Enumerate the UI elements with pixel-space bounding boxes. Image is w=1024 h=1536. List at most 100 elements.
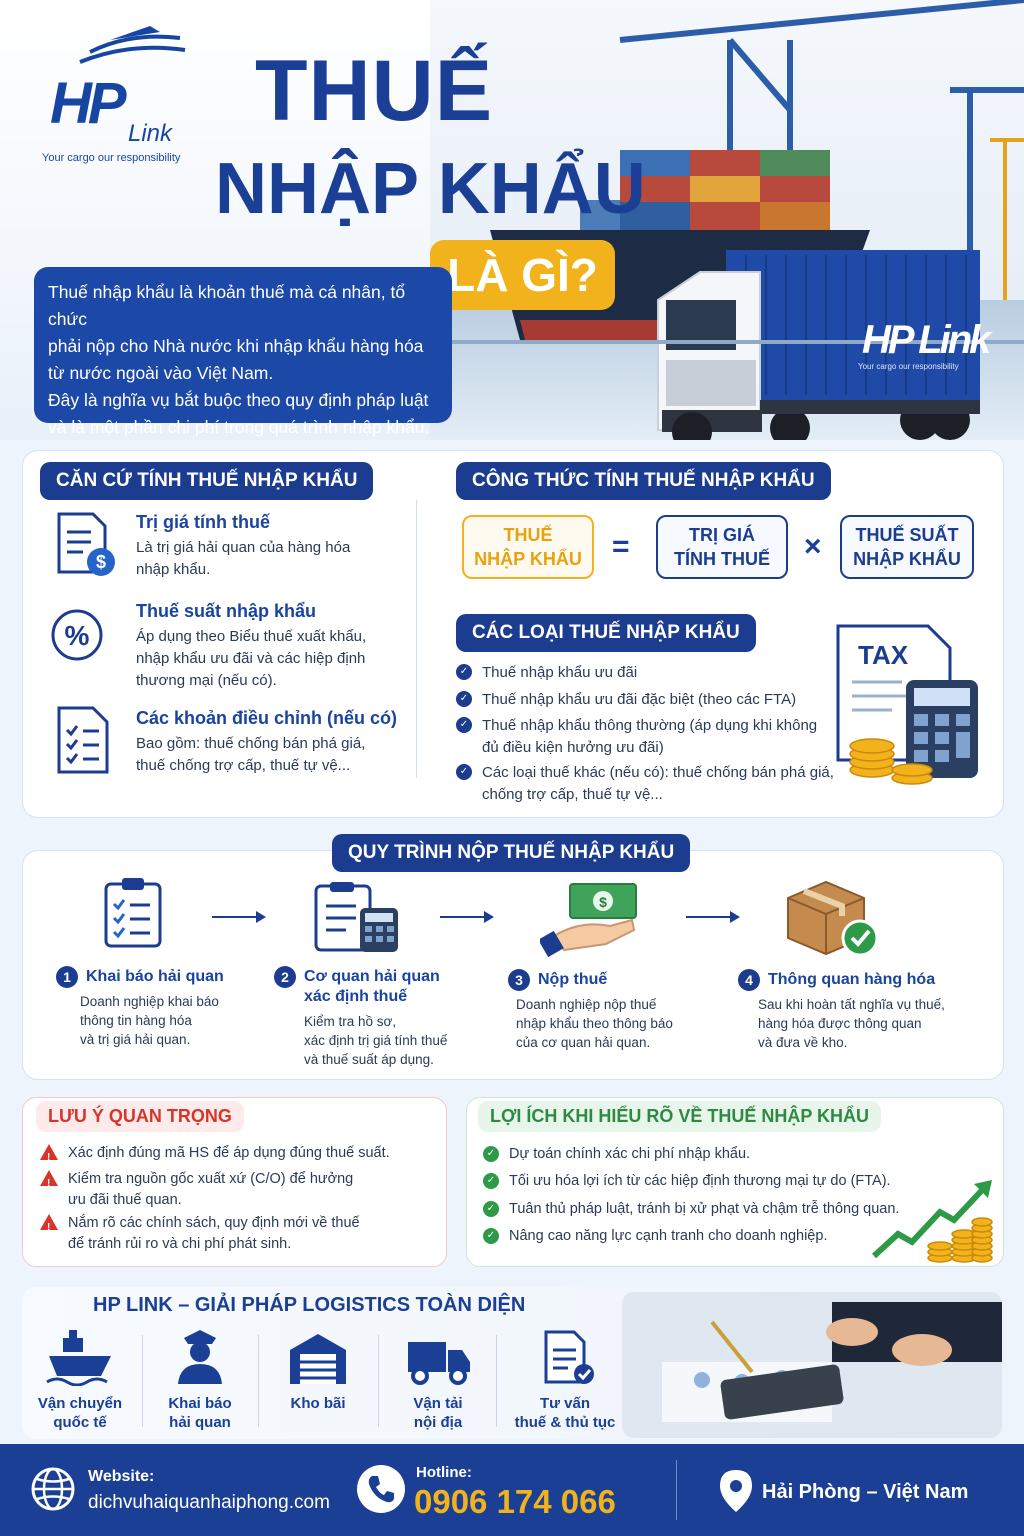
ship-icon bbox=[46, 1330, 111, 1386]
tax-type-item: ✓Thuế nhập khẩu ưu đãi bbox=[456, 662, 637, 684]
notes-heading: LƯU Ý QUAN TRỌNG bbox=[36, 1101, 244, 1132]
desc-line: Doanh nghiệp nộp thuế bbox=[516, 997, 657, 1012]
checklist-icon bbox=[57, 706, 109, 774]
svg-text:%: % bbox=[65, 620, 90, 651]
hotline-number[interactable]: 0906 174 066 bbox=[414, 1483, 616, 1520]
desc-line: xác định trị giá tính thuế bbox=[304, 1033, 448, 1048]
step-title: Cơ quan hải quan xác định thuế bbox=[304, 967, 440, 1007]
desc-line: Áp dụng theo Biểu thuế xuất khẩu, bbox=[136, 628, 367, 645]
desc-line: hàng hóa được thông quan bbox=[758, 1016, 922, 1031]
arrow-icon bbox=[212, 911, 266, 923]
intro-box: Thuế nhập khẩu là khoản thuế mà cá nhân,… bbox=[34, 267, 452, 437]
step-desc: Kiểm tra hồ sơ,xác định trị giá tính thu… bbox=[304, 1012, 447, 1069]
basis-item-desc: Áp dụng theo Biểu thuế xuất khẩu, nhập k… bbox=[136, 626, 366, 692]
step-title: Nộp thuế bbox=[538, 970, 607, 990]
benefit-line: Tối ưu hóa lợi ích từ các hiệp định thươ… bbox=[509, 1173, 891, 1189]
formula-line: THUẾ SUẤT bbox=[855, 525, 959, 545]
formula-heading: CÔNG THỨC TÍNH THUẾ NHẬP KHẨU bbox=[456, 462, 831, 500]
desc-line: thuế chống trợ cấp, thuế tự vệ... bbox=[136, 757, 351, 774]
types-heading: CÁC LOẠI THUẾ NHẬP KHẨU bbox=[456, 614, 756, 652]
desc-line: Sau khi hoàn tất nghĩa vụ thuế, bbox=[758, 997, 945, 1012]
step-desc: Sau khi hoàn tất nghĩa vụ thuế, hàng hóa … bbox=[758, 995, 945, 1052]
step-desc: Doanh nghiệp nộp thuế nhập khẩu theo thôn… bbox=[516, 995, 673, 1052]
note-line: Xác định đúng mã HS để áp dụng đúng thuế… bbox=[68, 1145, 390, 1161]
website-link[interactable]: dichvuhaiquanhaiphong.com bbox=[88, 1492, 330, 1513]
logo-text: HP bbox=[50, 71, 127, 136]
basis-item-title: Các khoản điều chỉnh (nếu có) bbox=[136, 708, 398, 728]
tax-calculator-icon bbox=[836, 624, 978, 785]
service-label: Tư vấn bbox=[539, 1395, 591, 1412]
benefit-line: Nâng cao năng lực cạnh tranh cho doanh n… bbox=[509, 1228, 828, 1244]
business-photo bbox=[622, 1292, 1002, 1438]
warning-icon bbox=[40, 1144, 58, 1168]
service-label: quốc tế bbox=[53, 1414, 107, 1431]
type-line: Thuế nhập khẩu ưu đãi đặc biệt (theo các… bbox=[482, 691, 797, 708]
type-line: Thuế nhập khẩu thông thường (áp dụng khi… bbox=[482, 717, 818, 734]
benefit-line: Tuân thủ pháp luật, tránh bị xử phạt và … bbox=[509, 1201, 900, 1217]
note-line: ưu đãi thuế quan. bbox=[68, 1192, 182, 1208]
warning-icon bbox=[40, 1170, 58, 1194]
type-line: Các loại thuế khác (nếu có): thuế chống … bbox=[482, 764, 834, 781]
desc-line: nhập khẩu theo thông báo bbox=[516, 1016, 673, 1031]
percent-icon: % bbox=[51, 609, 103, 661]
desc-line: Là trị giá hải quan của hàng hóa bbox=[136, 539, 351, 556]
desc-line: Doanh nghiệp khai báo bbox=[80, 994, 219, 1009]
basis-item-desc: Bao gồm: thuế chống bán phá giá, thuế ch… bbox=[136, 733, 365, 777]
desc-line: nhập khẩu. bbox=[136, 561, 211, 578]
desc-line: thương mại (nếu có). bbox=[136, 672, 277, 689]
money-hand-icon: $ bbox=[540, 883, 637, 958]
benefits-heading: LỢI ÍCH KHI HIỂU RÕ VỀ THUẾ NHẬP KHẨU bbox=[478, 1101, 882, 1132]
formula-line: NHẬP KHẨU bbox=[474, 549, 582, 569]
port-scene-illustration bbox=[430, 0, 1024, 440]
basis-item-desc: Là trị giá hải quan của hàng hóa nhập kh… bbox=[136, 537, 350, 581]
tax-type-item: ✓Thuế nhập khẩu ưu đãi đặc biệt (theo cá… bbox=[456, 689, 797, 711]
desc-line: Bao gồm: thuế chống bán phá giá, bbox=[136, 735, 366, 752]
type-line: chống trợ cấp, thuế tự vệ... bbox=[482, 786, 663, 803]
tax-type-item: ✓Thuế nhập khẩu thông thường (áp dụng kh… bbox=[456, 715, 818, 759]
services-heading: HP LINK – GIẢI PHÁP LOGISTICS TOÀN DIỆN bbox=[93, 1294, 526, 1316]
arrow-icon bbox=[686, 911, 740, 923]
intro-line: và là một phần chi phí trong quá trình n… bbox=[48, 417, 430, 437]
note-item: Nắm rõ các chính sách, quy định mới về t… bbox=[40, 1213, 360, 1255]
service-label: Khai báo bbox=[168, 1395, 232, 1412]
desc-line: thông tin hàng hóa bbox=[80, 1013, 192, 1028]
step-title-line: xác định thuế bbox=[304, 988, 408, 1005]
basis-item-title: Trị giá tính thuế bbox=[136, 512, 270, 532]
note-line: để tránh rủi ro và chi phí phát sinh. bbox=[68, 1236, 292, 1252]
step-number: 1 bbox=[56, 966, 78, 988]
check-icon: ✓ bbox=[456, 764, 472, 780]
service-item: Kho bãi bbox=[263, 1394, 373, 1413]
step-number: 3 bbox=[508, 969, 530, 991]
ship-logo-icon bbox=[79, 26, 186, 64]
step-title-line: Khai báo hải quan bbox=[86, 968, 224, 985]
type-line: đủ điều kiện hưởng ưu đãi) bbox=[482, 739, 664, 756]
check-icon: ✓ bbox=[456, 664, 472, 680]
officer-icon bbox=[178, 1330, 222, 1384]
tax-label: TAX bbox=[858, 640, 909, 670]
intro-line: phải nộp cho Nhà nước khi nhập khẩu hàng… bbox=[48, 336, 424, 356]
page-title-line1: THUẾ bbox=[255, 43, 494, 139]
desc-line: của cơ quan hải quan. bbox=[516, 1035, 651, 1050]
service-divider bbox=[142, 1335, 143, 1427]
logo-suffix: Link bbox=[128, 120, 173, 147]
intro-line: Đây là nghĩa vụ bắt buộc theo quy định p… bbox=[48, 390, 429, 410]
formula-line: TÍNH THUẾ bbox=[674, 549, 770, 569]
document-check-icon bbox=[544, 1330, 594, 1384]
step-title-line: Cơ quan hải quan bbox=[304, 968, 440, 985]
process-heading: QUY TRÌNH NỘP THUẾ NHẬP KHẨU bbox=[332, 834, 691, 872]
multiply-sign: × bbox=[804, 530, 822, 563]
intro-line: từ nước ngoài vào Việt Nam. bbox=[48, 363, 274, 383]
intro-line: Thuế nhập khẩu là khoản thuế mà cá nhân,… bbox=[48, 282, 406, 329]
desc-line: nhập khẩu ưu đãi và các hiệp định bbox=[136, 650, 366, 667]
benefit-item: ✓Nâng cao năng lực cạnh tranh cho doanh … bbox=[483, 1226, 828, 1247]
service-divider bbox=[496, 1335, 497, 1427]
formula-line: TRỊ GIÁ bbox=[689, 525, 755, 545]
note-item: Xác định đúng mã HS để áp dụng đúng thuế… bbox=[40, 1143, 390, 1168]
service-label: Kho bãi bbox=[290, 1395, 346, 1412]
step-title: Khai báo hải quan bbox=[86, 967, 224, 987]
